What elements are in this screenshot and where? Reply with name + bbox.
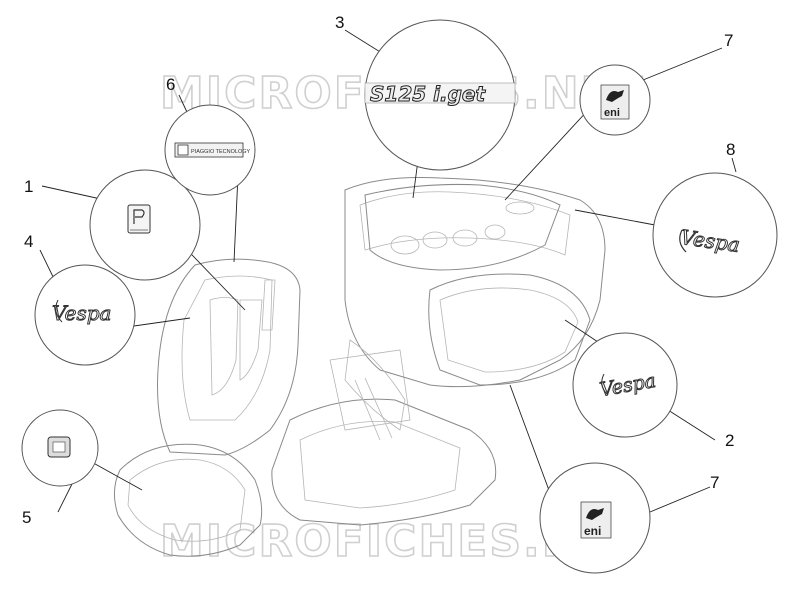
detail-circle-8 [652, 172, 778, 298]
callout-8: 8 [726, 140, 735, 159]
callout-2: 2 [725, 431, 734, 450]
callout-1: 1 [24, 177, 33, 196]
piaggio-emblem-icon [127, 204, 151, 234]
callout-7-top: 7 [724, 31, 733, 50]
callout-5: 5 [22, 508, 31, 527]
callout-7-bottom: 7 [710, 473, 719, 492]
callout-6: 6 [166, 75, 175, 94]
eni-dog-icon-bottom: eni [580, 501, 612, 539]
scooter-body-drawing [114, 177, 606, 557]
eni-label-bottom: eni [584, 524, 601, 538]
callout-4: 4 [24, 232, 33, 251]
vespa-logo-icon: Vespa [52, 299, 112, 326]
piaggio-tech-label: PIAGGIO TECNOLOGY [174, 142, 251, 158]
model-badge: S125 i.get [364, 82, 516, 107]
eni-label-top: eni [604, 107, 620, 119]
callout-3: 3 [335, 13, 344, 32]
detail-circle-4 [34, 264, 136, 366]
small-emblem-icon [47, 436, 71, 458]
detail-circle-2 [572, 332, 678, 438]
model-badge-text: S125 i.get [370, 82, 486, 106]
eni-dog-icon: eni [600, 84, 630, 120]
piaggio-tech-text: PIAGGIO TECNOLOGY [191, 149, 251, 155]
